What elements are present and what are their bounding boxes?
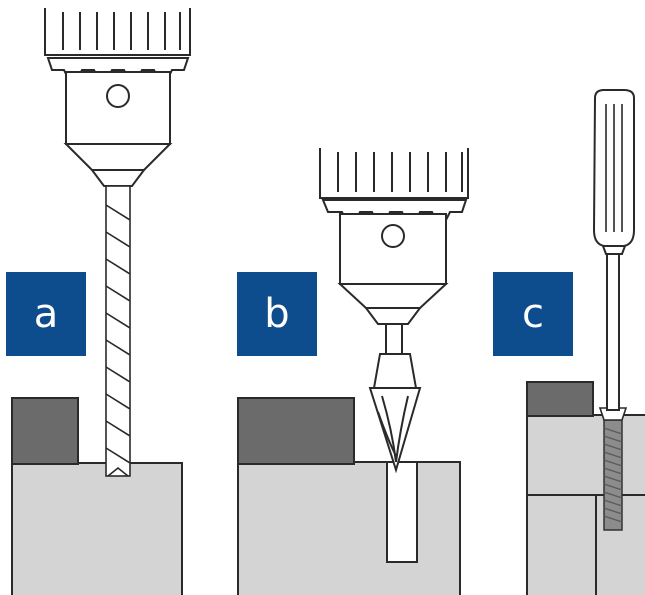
drill-chuck-a — [44, 8, 191, 187]
panel-label-c: c — [493, 272, 573, 356]
screwdriver — [592, 89, 635, 411]
panel-label-c-text: c — [522, 291, 544, 337]
workpiece-b — [237, 397, 461, 595]
workpiece-a — [11, 397, 183, 595]
panel-a — [11, 8, 191, 595]
panel-label-a-text: a — [33, 291, 59, 337]
panel-label-a: a — [6, 272, 86, 356]
panel-c — [526, 89, 645, 595]
drill-chuck-b — [319, 148, 469, 325]
workpiece-c — [526, 381, 645, 595]
panel-label-b-text: b — [264, 291, 290, 337]
wood-screw — [598, 407, 628, 531]
panel-label-b: b — [237, 272, 317, 356]
panel-b — [237, 148, 469, 595]
countersink-bit — [368, 323, 422, 474]
twist-drill-bit — [105, 185, 131, 477]
